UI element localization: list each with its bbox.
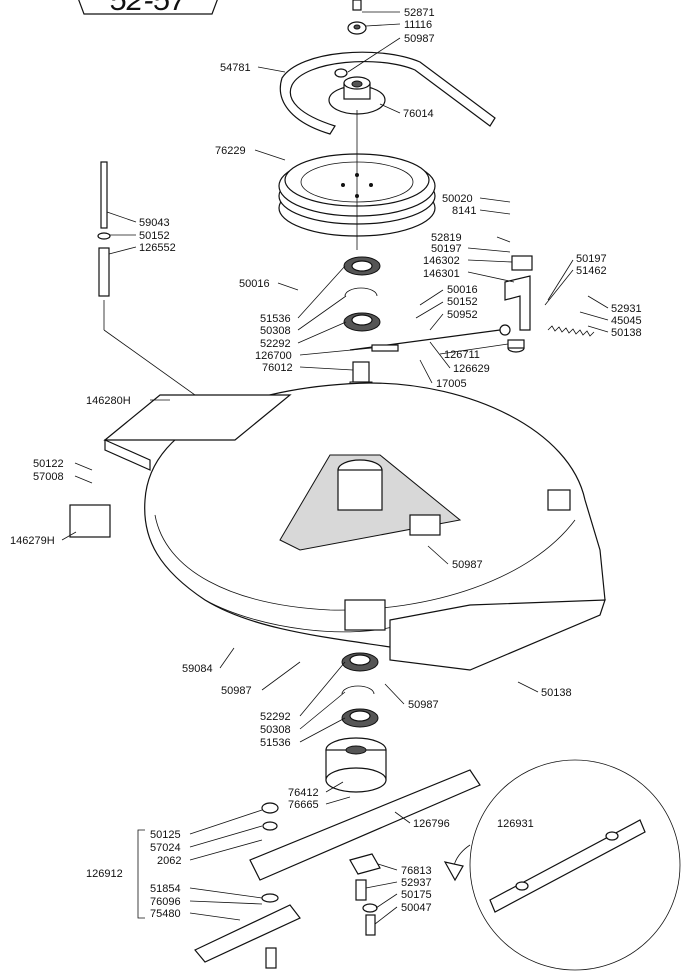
label-59084: 59084 [182,663,213,675]
label-50138-lower: 50138 [541,687,572,699]
label-51536-lower: 51536 [260,737,291,749]
label-50987-top: 50987 [404,33,435,45]
blade-126796 [249,769,481,881]
adapter-76412 [325,737,387,793]
label-50152-mid: 50152 [447,296,478,308]
label-50175: 50175 [401,889,432,901]
label-59043: 59043 [139,217,170,229]
page-number-box: 52-57 [78,0,218,17]
label-50047: 50047 [401,902,432,914]
label-50987-lower-right: 50987 [408,699,439,711]
top-bolt-assembly [334,0,367,78]
label-54781: 54781 [220,62,251,74]
label-52937: 52937 [401,877,432,889]
label-52931: 52931 [611,303,642,315]
label-50308-upper: 50308 [260,325,291,337]
label-126912: 126912 [86,868,123,880]
label-52871: 52871 [404,7,435,19]
label-146301: 146301 [423,268,460,280]
label-50016-left: 50016 [239,278,270,290]
mower-deck [69,382,606,671]
label-52292-lower: 52292 [260,711,291,723]
label-126931: 126931 [497,818,534,830]
hub-76014 [328,76,386,115]
part-labels: 52871 11116 50987 54781 76014 76229 5904… [10,7,642,920]
label-146279H: 146279H [10,535,55,547]
label-11116: 11116 [404,19,432,31]
label-50152-left: 50152 [139,230,170,242]
label-146302: 146302 [423,255,460,267]
label-126700: 126700 [255,350,292,362]
label-45045: 45045 [611,315,642,327]
label-50020: 50020 [442,193,473,205]
long-bolt-59043 [97,161,111,297]
label-76096: 76096 [150,896,181,908]
label-76014: 76014 [403,108,434,120]
label-126629: 126629 [453,363,490,375]
label-50197-b: 50197 [576,253,607,265]
label-50952: 50952 [447,309,478,321]
label-126711: 126711 [444,349,480,361]
lower-fasteners [261,802,381,969]
label-50987-lower-left: 50987 [221,685,252,697]
label-76229: 76229 [215,145,246,157]
label-50016-right: 50016 [447,284,478,296]
label-126796: 126796 [413,818,450,830]
cable-126700 [349,324,511,352]
lower-bearing-stack [341,652,379,728]
spring-45045 [547,325,595,337]
label-2062: 2062 [157,855,181,867]
belt-54781 [279,51,496,135]
label-50987-deck: 50987 [452,559,483,571]
page-number: 52-57 [110,0,188,17]
label-57024: 57024 [150,842,181,854]
label-126552: 126552 [139,242,176,254]
label-51854: 51854 [150,883,181,895]
label-50197-a: 50197 [431,243,462,255]
label-51462: 51462 [576,265,607,277]
label-76813: 76813 [401,865,432,877]
inset-detail-126931 [443,759,681,971]
label-75480: 75480 [150,908,181,920]
upper-bearing-stack [343,256,381,332]
label-76665: 76665 [288,799,319,811]
label-52292-upper: 52292 [260,338,291,350]
label-50125: 50125 [150,829,181,841]
bracket-146301 [504,255,533,353]
label-50122: 50122 [33,458,64,470]
blade-75480 [194,904,301,963]
label-57008: 57008 [33,471,64,483]
label-8141: 8141 [452,205,476,217]
label-51536-upper: 51536 [260,313,291,325]
label-50138-right: 50138 [611,327,642,339]
label-146280H: 146280H [86,395,131,407]
label-17005: 17005 [436,378,467,390]
group-brace-126912 [137,829,145,919]
leader-lines [61,11,609,925]
label-52819: 52819 [431,232,462,244]
label-76412: 76412 [288,787,319,799]
label-76012: 76012 [262,362,293,374]
label-50308-lower: 50308 [260,724,291,736]
